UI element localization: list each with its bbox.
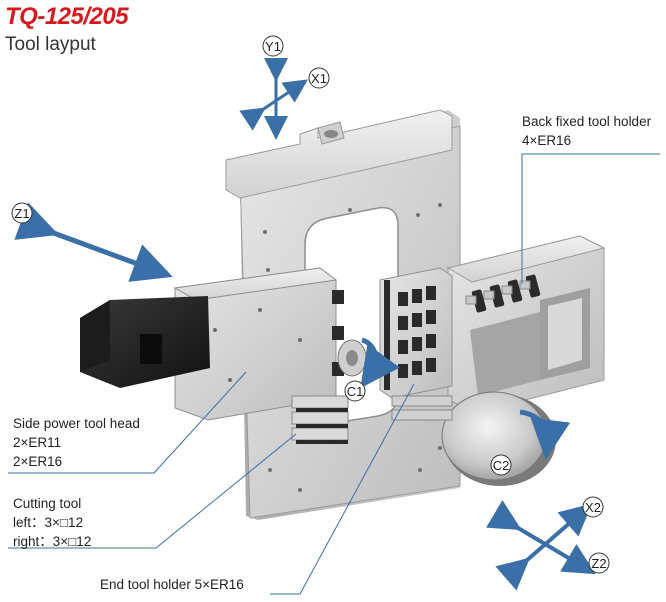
svg-text:Z2: Z2	[591, 556, 606, 571]
side-power-spec-2: 2×ER16	[13, 454, 63, 469]
cutting-tool-left: left：3×□12	[13, 515, 84, 530]
cutting-tool-right: right：3×□12	[13, 534, 92, 549]
cutting-tool-title: Cutting tool	[13, 496, 82, 511]
back-holder-tools	[465, 274, 541, 313]
leader-lines	[8, 153, 660, 595]
axis-label-c1: C1	[344, 380, 366, 402]
callout-end-tool-holder: End tool holder 5×ER16	[100, 575, 244, 594]
svg-text:X1: X1	[311, 71, 327, 86]
c1-spindle	[337, 337, 400, 389]
callout-side-power-tool-head: Side power tool head 2×ER11 2×ER16	[13, 414, 140, 471]
axis-label-x1: X1	[308, 67, 330, 89]
axis-label-z2: Z2	[588, 552, 610, 574]
c2-spindle	[441, 391, 571, 486]
axis-label-c2: C2	[490, 454, 512, 476]
svg-text:C2: C2	[493, 458, 510, 473]
axis-label-y1: Y1	[262, 35, 284, 57]
axis-arrows-y1-x1	[239, 58, 308, 140]
side-power-title: Side power tool head	[13, 416, 140, 431]
product-title: TQ-125/205	[5, 3, 129, 30]
back-holder-title: Back fixed tool holder	[522, 114, 652, 129]
axis-label-x2: X2	[582, 496, 604, 518]
svg-text:Y1: Y1	[265, 39, 281, 54]
side-power-spec-1: 2×ER11	[13, 435, 62, 450]
cutting-tool-blocks	[291, 395, 349, 444]
end-tool-holder	[379, 267, 453, 421]
end-holder-title: End tool holder 5×ER16	[100, 577, 244, 592]
axis-arrow-z1	[14, 202, 173, 282]
svg-text:X2: X2	[585, 500, 601, 515]
page-subtitle: Tool layput	[5, 34, 96, 55]
back-holder-spec: 4×ER16	[522, 133, 572, 148]
axis-arrows-x2-z2	[486, 500, 596, 591]
motor	[80, 296, 210, 388]
axis-label-z1: Z1	[11, 202, 33, 224]
back-fixed-tool-holder	[446, 235, 606, 413]
svg-text:Z1: Z1	[14, 206, 29, 221]
side-power-tool-head	[173, 267, 344, 421]
svg-text:C1: C1	[347, 384, 364, 399]
callout-cutting-tool: Cutting tool left：3×□12 right：3×□12	[13, 494, 91, 551]
callout-back-fixed-tool-holder: Back fixed tool holder 4×ER16	[522, 112, 651, 150]
